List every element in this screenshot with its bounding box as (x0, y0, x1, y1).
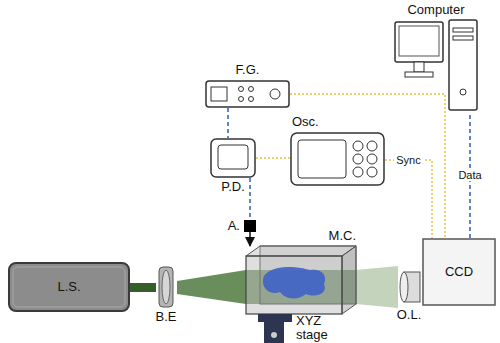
signal-connector (256, 157, 290, 159)
osc-screen (298, 140, 346, 178)
oscilloscope-shape (290, 132, 385, 186)
chamber-front (246, 256, 342, 314)
actuator-block (244, 220, 256, 232)
fg-dial (270, 89, 280, 99)
pd-window (218, 145, 248, 169)
drive-slot (453, 36, 473, 40)
objective-lens: O.L. (398, 268, 420, 306)
node-label: Osc. (292, 115, 319, 130)
node-label: A. (228, 219, 240, 234)
chamber-side (342, 246, 356, 314)
node-label: P.D. (221, 180, 245, 195)
expander-lens (162, 270, 170, 304)
node-label: O.L. (397, 308, 422, 323)
fg-knob (239, 87, 244, 92)
objective-lens-shape (398, 268, 420, 306)
oscilloscope: Osc. (290, 132, 385, 186)
function-generator-shape (205, 80, 290, 108)
osc-knob (367, 141, 377, 151)
fg-case (206, 81, 289, 107)
signal-connector (290, 94, 445, 238)
node-label: M.C. (329, 229, 356, 244)
osc-case (291, 133, 384, 185)
signal-label: Sync (394, 154, 422, 166)
expander-body (159, 267, 173, 307)
laser-beam (130, 283, 156, 292)
ccd-camera: CCD (422, 238, 496, 306)
camera-body (423, 239, 495, 305)
photodetector: P.D. (210, 138, 256, 178)
stage-plate (258, 314, 292, 322)
osc-knob (353, 141, 363, 151)
signal-connector (385, 160, 432, 238)
laser-bevel (13, 267, 125, 307)
fg-knob (249, 87, 254, 92)
beam-expander: B.E (155, 266, 177, 308)
actuator-shape (244, 220, 256, 232)
chamber-top (246, 246, 356, 256)
monitor (395, 22, 443, 62)
stage-column (264, 322, 284, 343)
node-label: F.G. (236, 63, 260, 78)
transmitted-beam (356, 266, 398, 308)
osc-knob (367, 154, 377, 164)
node-label: L.S. (57, 280, 80, 295)
tower (449, 20, 477, 110)
function-generator: F.G. (205, 80, 290, 108)
computer-icon-shape (393, 20, 479, 112)
pd-case (211, 139, 255, 177)
beam-expander-shape (155, 266, 177, 308)
node-label: Computer (407, 3, 464, 18)
lens-front (400, 272, 408, 302)
stage-knob (271, 332, 277, 338)
node-label: B.E (156, 310, 177, 325)
osc-knob (353, 167, 363, 177)
measurement-chamber-shape (246, 246, 356, 314)
photodetector-shape (210, 138, 256, 178)
node-label: XYZ stage (296, 314, 340, 343)
laser-housing (9, 263, 129, 311)
expanded-beam (177, 270, 246, 304)
fg-knob (239, 97, 244, 102)
node-label: CCD (445, 265, 473, 280)
osc-knob (353, 154, 363, 164)
fg-screen (211, 87, 227, 101)
signal-connector (249, 178, 251, 220)
monitor-stand (414, 62, 424, 72)
osc-knob (367, 167, 377, 177)
computer-icon: Computer (393, 20, 479, 112)
xyz-stage: XYZ stage (258, 314, 292, 343)
light-source: L.S. (8, 262, 130, 312)
drive-slot (453, 28, 473, 32)
xyz-stage-shape (258, 314, 292, 343)
measurement-chamber: M.C. (246, 246, 356, 314)
actuator: A. (244, 220, 256, 232)
power-button (460, 89, 466, 95)
fg-knob (249, 97, 254, 102)
signal-connector (249, 232, 251, 246)
screen (399, 26, 439, 56)
sample-blob (263, 267, 325, 299)
monitor-base (405, 72, 433, 77)
signal-connector (227, 108, 229, 138)
signal-label: Data (456, 169, 483, 181)
